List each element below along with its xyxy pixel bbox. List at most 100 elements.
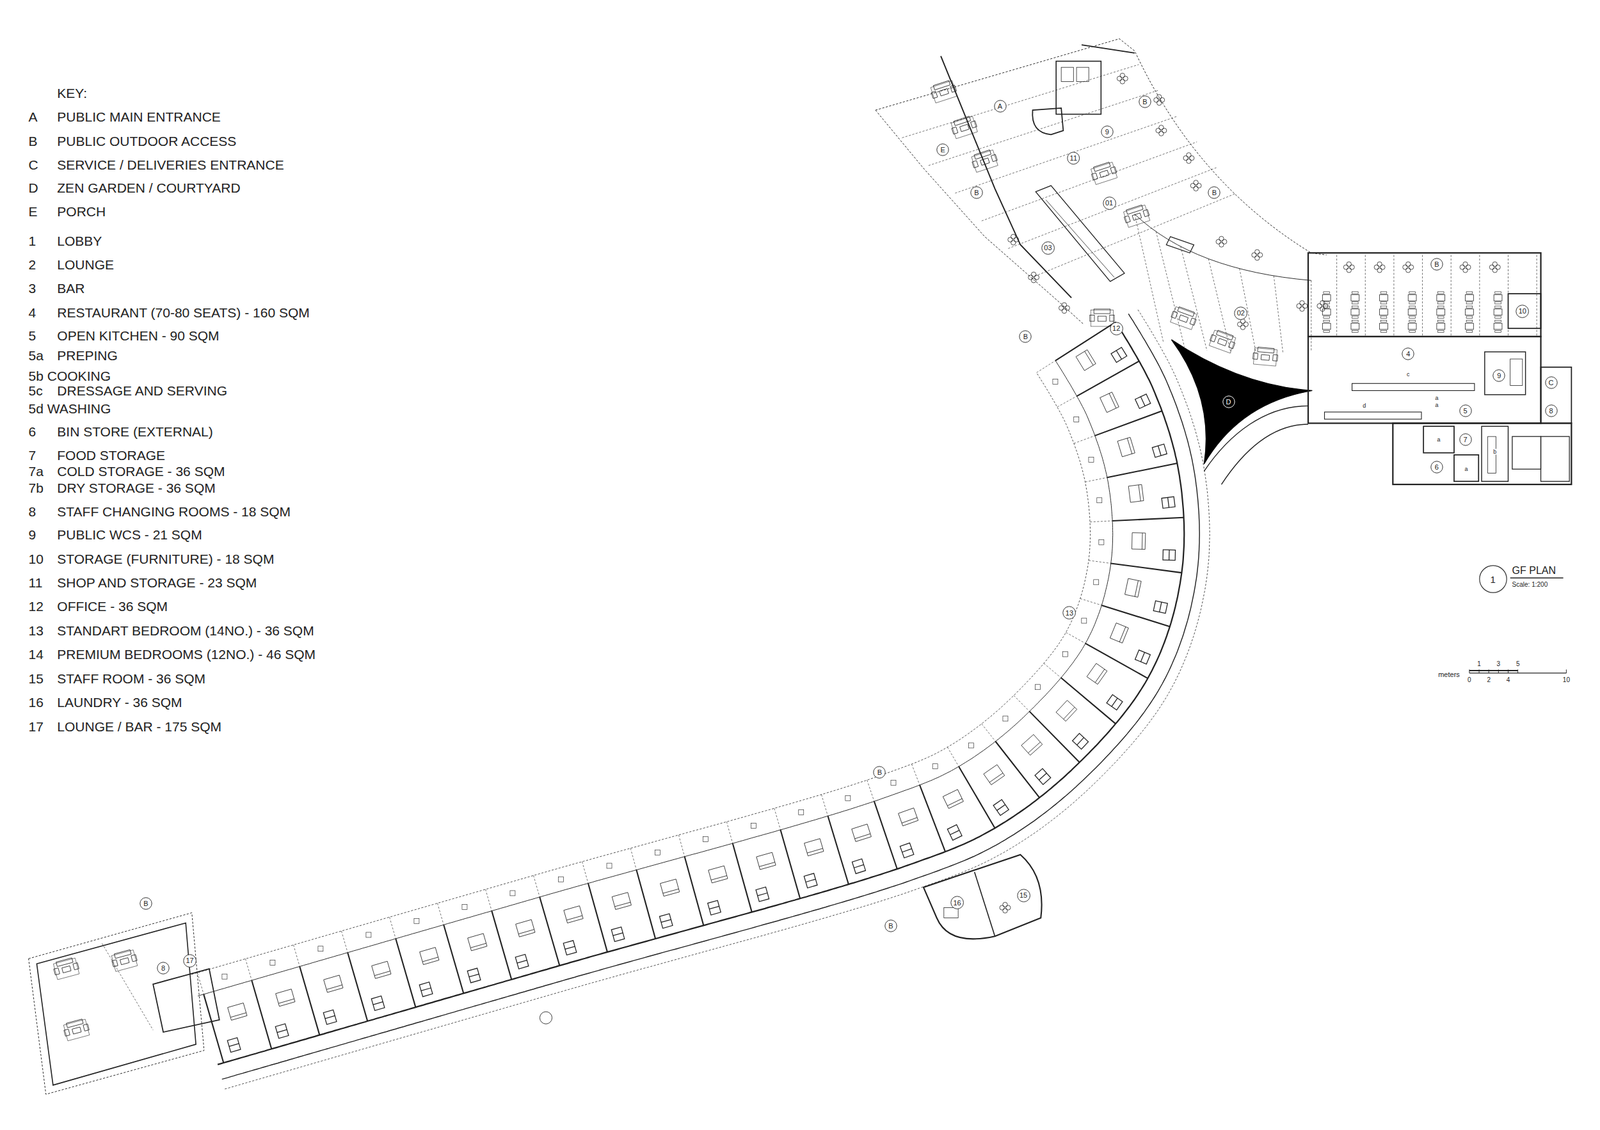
rug xyxy=(111,950,137,973)
callout-ring xyxy=(1493,369,1505,381)
bathroom xyxy=(899,842,914,858)
plant-symbol xyxy=(1058,302,1070,314)
terrace-chair xyxy=(968,743,974,749)
staff-changing xyxy=(1541,436,1570,482)
bed-symbol xyxy=(611,892,632,911)
drawing-title: GF PLAN xyxy=(1512,565,1556,576)
coffee-table xyxy=(960,124,970,132)
pillow-line xyxy=(1138,485,1141,502)
room-partition xyxy=(732,843,752,912)
plant-leaf xyxy=(1064,305,1070,311)
callout-ring xyxy=(1516,304,1529,318)
armchair xyxy=(1089,315,1095,322)
pillow-line xyxy=(1127,438,1132,454)
terrace-partition xyxy=(774,808,781,831)
callout-number: B xyxy=(1434,260,1439,268)
terrace-chair xyxy=(366,932,372,938)
bed-symbol xyxy=(419,947,440,966)
pillow-line xyxy=(326,984,343,990)
sofa xyxy=(1216,330,1234,340)
roof-outline xyxy=(224,308,1210,1090)
callout-number: 11 xyxy=(1070,154,1078,162)
terrace-chair xyxy=(558,876,564,882)
callout-ring xyxy=(936,144,949,156)
key-text: OFFICE - 36 SQM xyxy=(56,599,168,613)
key-text: 3 xyxy=(28,280,37,295)
plant-symbol xyxy=(1153,94,1165,106)
key-text: 7a xyxy=(28,464,44,479)
bed xyxy=(1128,484,1144,503)
bed xyxy=(804,839,824,857)
callout-ring xyxy=(873,766,886,778)
callout-number: B xyxy=(143,900,148,908)
pillow-line xyxy=(1063,707,1075,720)
scale-tick xyxy=(1517,669,1519,674)
dining-table xyxy=(1465,309,1474,316)
callout-circle: 8 xyxy=(1544,404,1558,418)
sofa-set xyxy=(51,956,80,980)
bathroom xyxy=(611,927,624,943)
service-entrance xyxy=(1541,367,1572,424)
bathroom-pod xyxy=(899,842,914,858)
scale-tick xyxy=(1479,669,1480,674)
scale-text: 0 xyxy=(1467,677,1472,684)
restaurant-bay-line xyxy=(1450,254,1452,337)
rug xyxy=(951,116,978,139)
callout-number: 02 xyxy=(1237,309,1245,317)
callout-ring xyxy=(1101,125,1113,137)
plant-leaf xyxy=(1303,303,1308,308)
bathroom xyxy=(563,940,577,956)
roof-outline xyxy=(875,110,1084,325)
callout-circle: C xyxy=(1544,376,1558,390)
bed xyxy=(660,879,680,897)
key-text: 11 xyxy=(28,576,43,590)
terrace-edge xyxy=(197,360,1113,997)
porch-bay-line xyxy=(981,142,1197,222)
pillow-line xyxy=(759,862,776,867)
bathroom-pod xyxy=(1152,444,1167,458)
sub-area-letter: a xyxy=(1436,437,1442,443)
plant-leaf xyxy=(1120,79,1125,84)
chair xyxy=(1495,316,1502,319)
plant-leaf xyxy=(1002,902,1008,907)
room-partition xyxy=(539,897,560,966)
chair xyxy=(1437,291,1444,294)
plant-leaf xyxy=(1243,321,1248,327)
plant-symbol xyxy=(1237,318,1249,330)
coffee-table xyxy=(1178,314,1189,323)
callout-number: 5 xyxy=(1463,407,1467,415)
pillow-line xyxy=(615,902,632,907)
plant-leaf xyxy=(1320,300,1325,306)
bar-counter xyxy=(1035,185,1125,282)
callout-number: 4 xyxy=(1406,350,1410,358)
bathroom-pod xyxy=(803,873,818,889)
callout-circle: B xyxy=(1430,257,1444,271)
pillow-line xyxy=(470,943,487,948)
pillow-line xyxy=(855,833,871,840)
porch-bay-line xyxy=(928,90,1159,166)
callout-ring xyxy=(1479,565,1506,593)
coffee-table xyxy=(980,158,991,166)
sofa-set xyxy=(949,115,979,140)
plant-symbol xyxy=(1155,125,1167,137)
storage-block xyxy=(1392,423,1572,485)
bath-wall xyxy=(853,864,864,868)
armchair xyxy=(1123,215,1131,223)
room-partition xyxy=(299,967,320,1036)
scale-bar-fill xyxy=(1469,670,1519,672)
terrace-partition xyxy=(947,747,959,767)
rug xyxy=(971,149,998,173)
bathroom-pod xyxy=(323,1009,337,1025)
rug xyxy=(1091,161,1118,185)
callout-circle: 01 xyxy=(1102,196,1117,210)
terrace-partition xyxy=(1088,560,1112,564)
public-wc-block xyxy=(1056,61,1101,115)
plant-leaf xyxy=(999,905,1005,911)
terrace-partition xyxy=(1085,477,1108,482)
pod-partition xyxy=(974,872,996,937)
sofa-set xyxy=(62,1018,91,1042)
bathroom-pod xyxy=(1135,394,1151,409)
pillow-line xyxy=(1084,351,1094,366)
terrace-partition xyxy=(293,945,301,968)
